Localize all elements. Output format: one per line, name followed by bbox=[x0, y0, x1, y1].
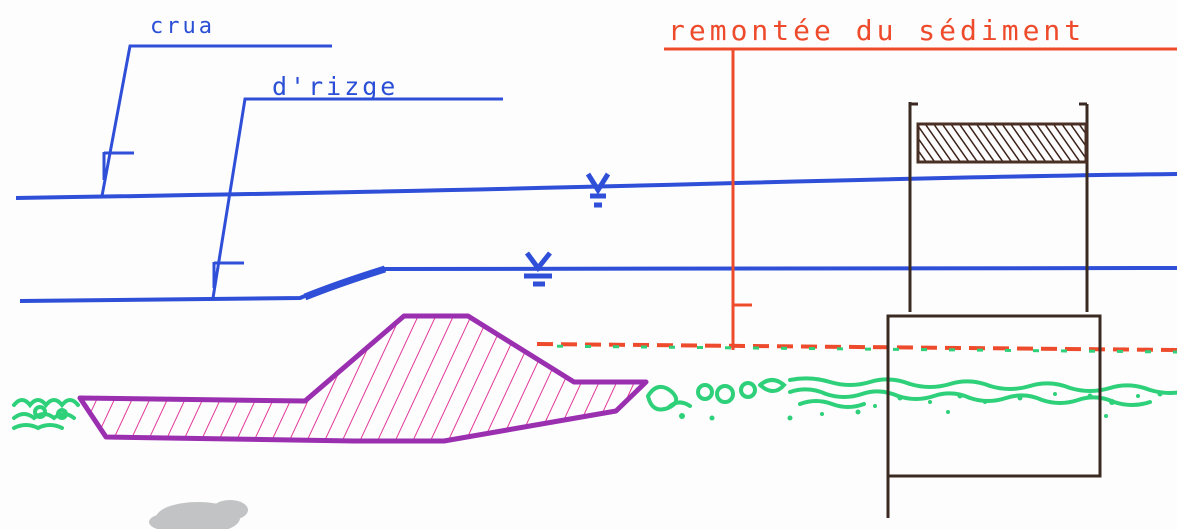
photo-remnant bbox=[149, 500, 248, 529]
flood-water-line bbox=[15, 172, 1177, 200]
low-water-line-thick bbox=[303, 265, 387, 301]
low-water-leader bbox=[211, 97, 503, 299]
weir-sill bbox=[77, 313, 649, 444]
gravel-left bbox=[12, 398, 80, 431]
gravel-right bbox=[645, 376, 1177, 412]
low-water-line bbox=[19, 266, 1177, 303]
flood-level-label: crua bbox=[150, 14, 215, 39]
low-water-level-label: d'rizge bbox=[272, 72, 399, 101]
sluice-gate-panel bbox=[916, 122, 1088, 164]
flood-level-leader bbox=[100, 44, 332, 197]
gravel-dots bbox=[679, 391, 1163, 421]
low-water-symbol bbox=[524, 251, 552, 287]
sediment-rise-leader bbox=[664, 47, 1177, 350]
sediment-rise-line bbox=[536, 342, 1177, 354]
sediment-rise-label: remontée du sédiment bbox=[668, 14, 1086, 47]
flood-water-symbol bbox=[585, 172, 611, 208]
sluice-gate-frame bbox=[886, 102, 1102, 518]
